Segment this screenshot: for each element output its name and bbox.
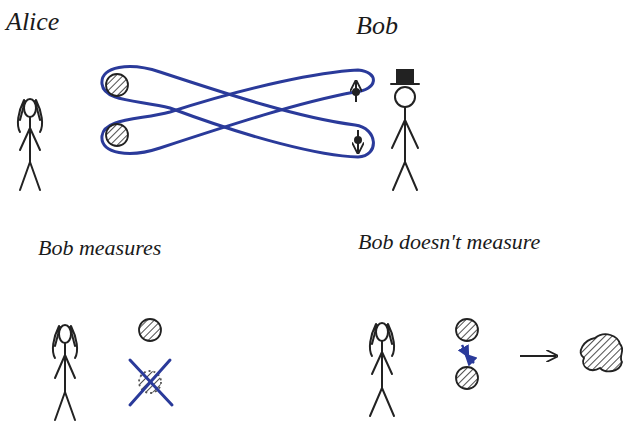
bob-figure bbox=[391, 70, 419, 190]
entanglement-loops bbox=[102, 67, 374, 157]
caption-label: Bob doesn't measure bbox=[358, 230, 540, 254]
interaction-arrows bbox=[462, 345, 474, 363]
spins bbox=[353, 82, 361, 152]
alice-figure bbox=[53, 325, 77, 420]
particles bbox=[106, 74, 622, 393]
alice-figure bbox=[370, 323, 394, 416]
cross-mark bbox=[130, 360, 172, 405]
caption-label: Bob measures bbox=[38, 236, 161, 260]
alice-figure bbox=[18, 99, 42, 190]
result-arrow bbox=[520, 355, 556, 357]
person-label: Alice bbox=[6, 8, 59, 37]
person-label: Bob bbox=[356, 12, 398, 41]
